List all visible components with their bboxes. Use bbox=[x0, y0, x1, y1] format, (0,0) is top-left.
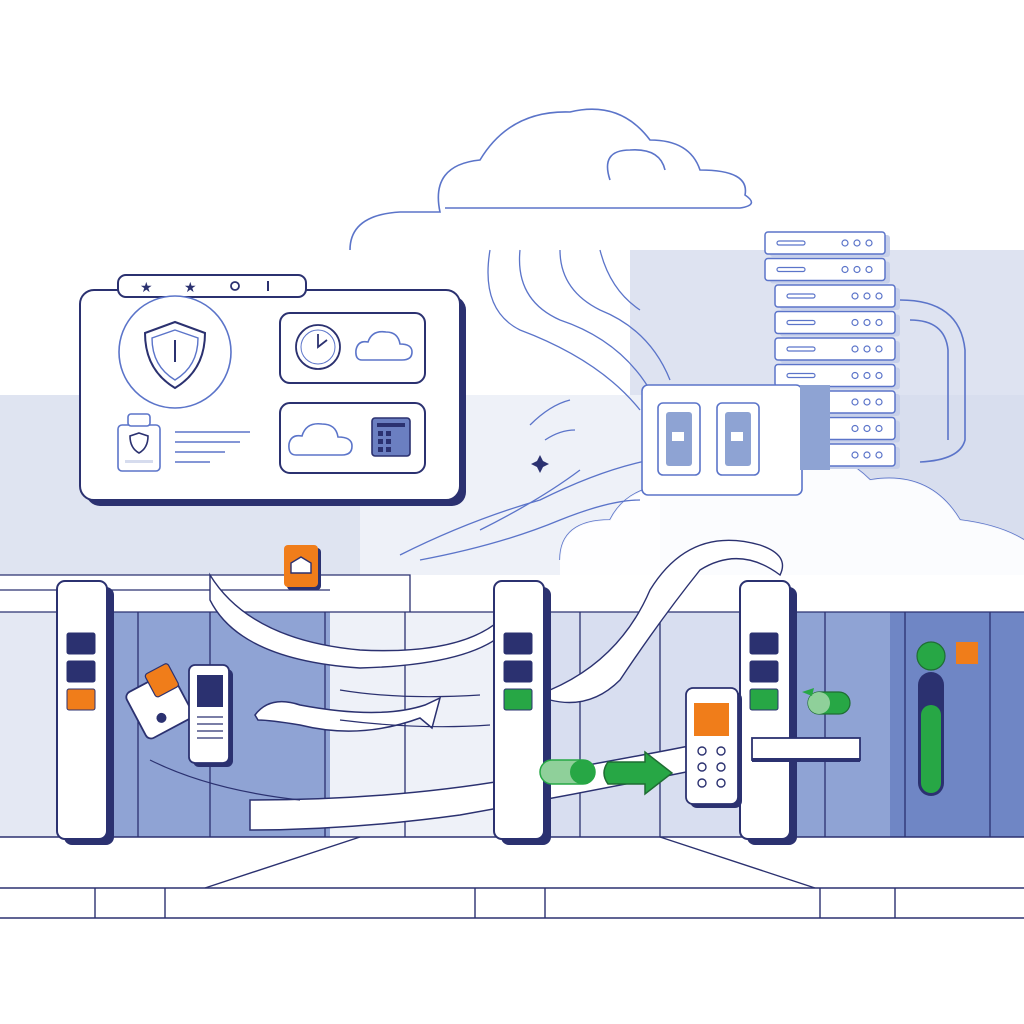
status-light-icon bbox=[916, 641, 978, 796]
server-unit bbox=[764, 257, 890, 284]
gate-arm bbox=[751, 737, 861, 762]
server-unit bbox=[764, 231, 890, 257]
keypad-icon bbox=[371, 417, 411, 457]
access-card-icon bbox=[125, 663, 194, 740]
security-dashboard-window: ★ ★ bbox=[79, 274, 466, 506]
clock-icon bbox=[295, 324, 341, 370]
star-icon: ★ bbox=[184, 280, 197, 296]
turnstile-post bbox=[493, 580, 551, 845]
green-token-right bbox=[802, 688, 851, 715]
floor bbox=[0, 836, 1024, 919]
id-badge-icon bbox=[117, 413, 161, 472]
turnstile-indicator bbox=[66, 660, 96, 683]
star-icon: ★ bbox=[140, 280, 153, 296]
gate-top-lines bbox=[0, 574, 411, 612]
green-token-left bbox=[539, 759, 596, 785]
rack-connector bbox=[899, 299, 966, 463]
turnstile-indicator bbox=[503, 660, 533, 683]
swoosh-arrow-left bbox=[254, 696, 442, 732]
control-panel-box bbox=[641, 384, 830, 496]
turnstile-indicator bbox=[66, 688, 96, 711]
clock-cloud-widget bbox=[279, 312, 426, 384]
right-swoosh bbox=[549, 539, 784, 704]
turnstile-indicator bbox=[749, 632, 779, 655]
server-unit bbox=[774, 310, 900, 337]
data-flow-lines bbox=[399, 249, 671, 561]
server-unit bbox=[774, 337, 900, 363]
turnstile-post bbox=[56, 580, 114, 845]
turnstile-post bbox=[739, 580, 797, 845]
keypad-phone-icon bbox=[685, 687, 742, 808]
green-arrow-icon bbox=[603, 750, 674, 796]
turnstile-indicator bbox=[503, 688, 533, 711]
cloud-icon bbox=[355, 330, 413, 361]
turnstile-indicator bbox=[749, 688, 779, 711]
bar-icon bbox=[267, 281, 269, 291]
switch-right bbox=[716, 402, 760, 476]
dashboard-toolbar: ★ ★ bbox=[117, 274, 307, 298]
mobile-phone-icon bbox=[188, 664, 233, 767]
text-lines bbox=[175, 431, 250, 463]
switch-left bbox=[657, 402, 701, 476]
lower-cloud-fill bbox=[560, 453, 1024, 575]
server-unit bbox=[774, 284, 900, 310]
turnstile-indicator bbox=[66, 632, 96, 655]
turnstile-indicator bbox=[503, 632, 533, 655]
turnstile-indicator bbox=[749, 660, 779, 683]
cloud-icon bbox=[288, 422, 353, 456]
shield-icon bbox=[118, 295, 232, 409]
orange-shield-tag-icon bbox=[284, 545, 321, 590]
sparkle-icon bbox=[531, 455, 549, 473]
turnstile-group bbox=[56, 580, 797, 845]
top-cloud-inner bbox=[606, 149, 666, 181]
cloud-keypad-widget bbox=[279, 402, 426, 474]
circle-icon bbox=[230, 281, 240, 291]
server-unit bbox=[774, 363, 900, 390]
top-cloud bbox=[349, 108, 753, 251]
